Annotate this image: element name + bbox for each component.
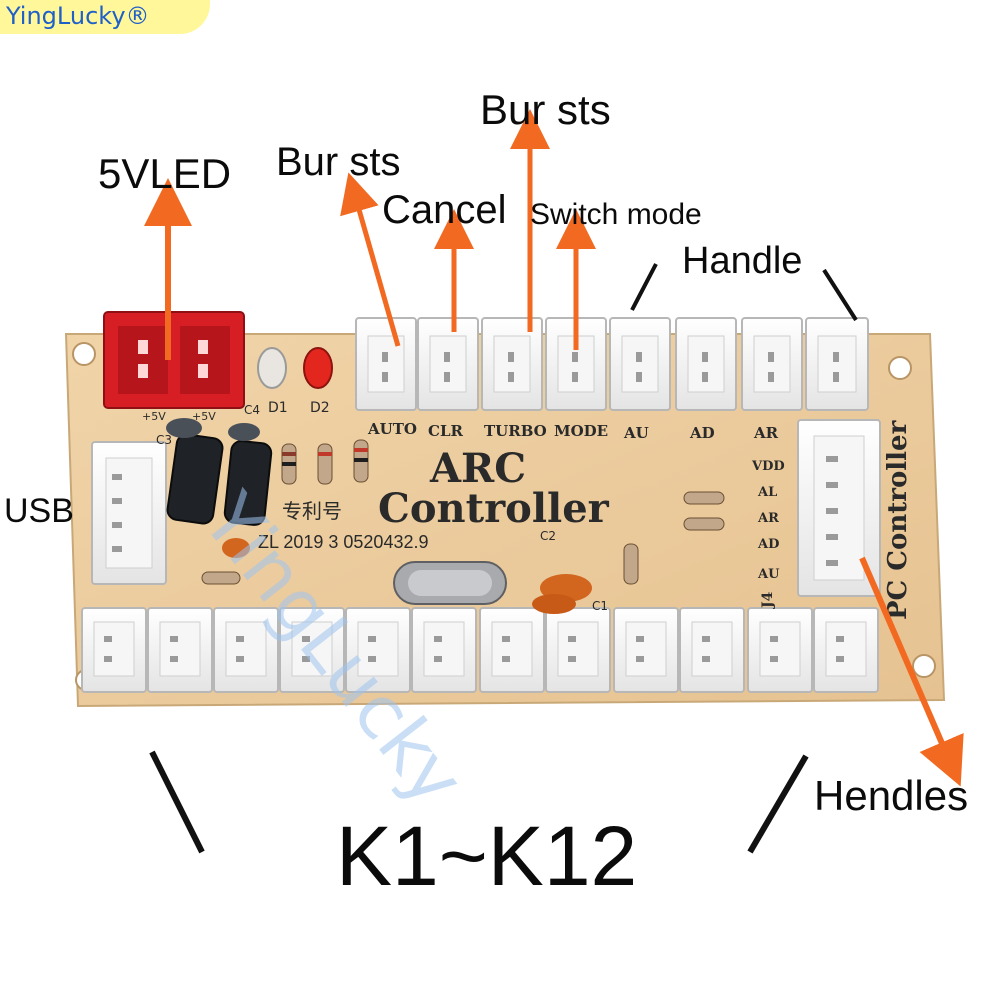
callout-keys: K1~K12 <box>336 809 638 903</box>
electrolytic-capacitors <box>166 418 273 526</box>
side-text: PC Controller <box>883 420 913 620</box>
patent-number: ZL 2019 3 0520432.9 <box>258 532 428 552</box>
led-power-connector <box>103 311 245 409</box>
usb-connector <box>91 441 167 585</box>
led-d1 <box>257 347 287 389</box>
port-label-ar: AR <box>753 424 779 442</box>
component-label-5v-a: +5V <box>142 410 166 423</box>
component-label-d2: D2 <box>310 400 330 416</box>
connector-ref-j4: J4 <box>760 591 776 610</box>
board-title-line2: Controller <box>378 485 610 532</box>
bottom-connectors <box>81 607 879 693</box>
component-label-c1: C1 <box>592 599 608 613</box>
led-d2 <box>303 347 333 389</box>
callout-switch-mode: Switch mode <box>530 198 702 231</box>
ceramic-capacitors <box>222 538 592 614</box>
patent-text: 专利号 <box>282 499 342 523</box>
board-title-line1: ARC <box>429 445 526 492</box>
callout-bursts-1: Bur sts <box>276 140 401 184</box>
pin-label-ar: AR <box>757 511 779 526</box>
callout-usb: USB <box>4 492 74 530</box>
brand-badge: YingLucky® <box>0 0 210 34</box>
port-label-turbo: TURBO <box>484 422 547 440</box>
callout-cancel: Cancel <box>382 188 507 232</box>
top-connectors <box>355 317 869 411</box>
callout-handle: Handle <box>682 240 803 282</box>
arrow-hendles <box>859 556 964 787</box>
pin-label-ad: AD <box>757 537 779 552</box>
pin-label-al: AL <box>757 485 777 500</box>
joystick-connector <box>797 419 881 597</box>
port-label-mode: MODE <box>554 422 608 440</box>
port-label-au: AU <box>623 424 649 442</box>
port-label-ad: AD <box>689 424 715 442</box>
component-label-c2: C2 <box>540 529 556 543</box>
component-label-c3: C3 <box>156 433 172 447</box>
pin-label-au: AU <box>757 567 780 582</box>
pin-label-vdd: VDD <box>751 459 785 474</box>
callout-5vled: 5VLED <box>98 150 232 197</box>
callout-hendles: Hendles <box>814 772 969 819</box>
component-label-5v-b: +5V <box>192 410 216 423</box>
port-label-clr: CLR <box>428 422 463 440</box>
crystal-oscillator <box>393 561 507 605</box>
board-silkscreen: ARC Controller 专利号 ZL 2019 3 0520432.9 A… <box>142 400 913 620</box>
callout-bursts-2: Bur sts <box>480 86 611 133</box>
component-label-d1: D1 <box>268 400 288 416</box>
port-label-auto: AUTO <box>367 420 417 438</box>
callout-arrows <box>144 109 964 787</box>
resistors <box>201 439 725 585</box>
brand-text: YingLucky® <box>6 2 150 30</box>
component-label-c4: C4 <box>244 403 260 417</box>
arrow-bursts-1 <box>340 172 401 347</box>
callout-dashes <box>149 263 858 854</box>
